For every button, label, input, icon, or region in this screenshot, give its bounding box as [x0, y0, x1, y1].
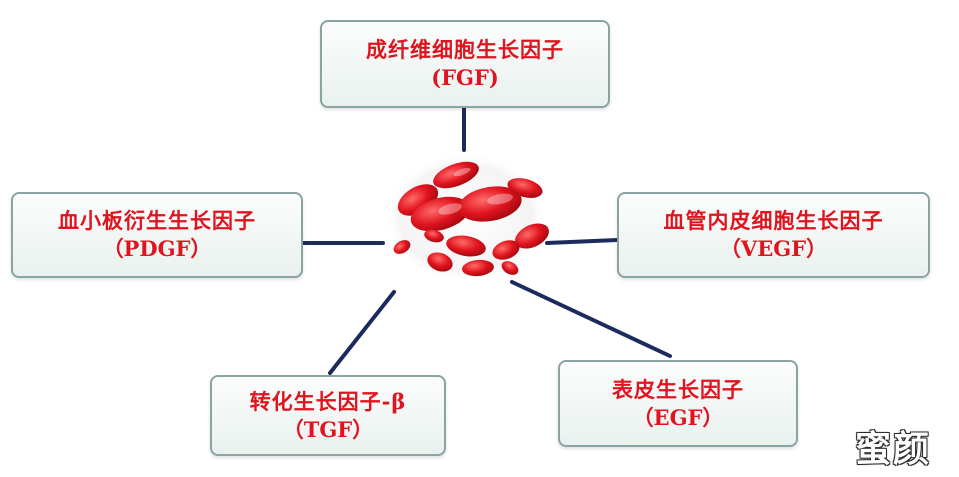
blood-cell	[424, 229, 444, 243]
blood-cell	[446, 235, 486, 257]
blood-cell	[393, 240, 411, 254]
blood-cells-image	[384, 152, 549, 284]
connector-tgf	[328, 290, 396, 375]
blood-cell	[515, 223, 549, 249]
connector-egf	[510, 280, 672, 358]
watermark-logo: 蜜颜	[854, 429, 931, 470]
node-tgf: 转化生长因子-β （TGF）	[210, 375, 446, 456]
node-vegf-name: 血管内皮细胞生长因子	[663, 208, 884, 233]
node-egf: 表皮生长因子 （EGF）	[558, 360, 798, 447]
blood-cell	[501, 261, 519, 275]
blood-cell	[492, 240, 520, 260]
node-vegf-abbr: （VEGF）	[719, 236, 828, 261]
blood-cell	[433, 161, 479, 189]
blood-cell	[462, 259, 494, 277]
node-fgf-abbr: (FGF)	[431, 65, 499, 90]
node-fgf: 成纤维细胞生长因子 (FGF)	[320, 20, 610, 108]
node-pdgf-name: 血小板衍生生长因子	[58, 208, 256, 233]
node-fgf-name: 成纤维细胞生长因子	[366, 37, 564, 62]
node-pdgf: 血小板衍生生长因子 （PDGF）	[11, 192, 303, 278]
blood-cell	[458, 186, 522, 222]
blood-cell	[410, 196, 470, 232]
node-pdgf-abbr: （PDGF）	[102, 236, 212, 261]
connector-vegf	[545, 238, 619, 245]
node-tgf-name: 转化生长因子-β	[249, 388, 407, 414]
node-egf-abbr: （EGF）	[632, 404, 724, 430]
connectors	[301, 106, 672, 375]
node-egf-name: 表皮生长因子	[612, 376, 744, 402]
node-vegf: 血管内皮细胞生长因子 （VEGF）	[617, 192, 930, 278]
node-tgf-abbr: （TGF）	[282, 416, 374, 442]
blood-cell	[507, 178, 543, 198]
blood-cell	[427, 252, 453, 272]
